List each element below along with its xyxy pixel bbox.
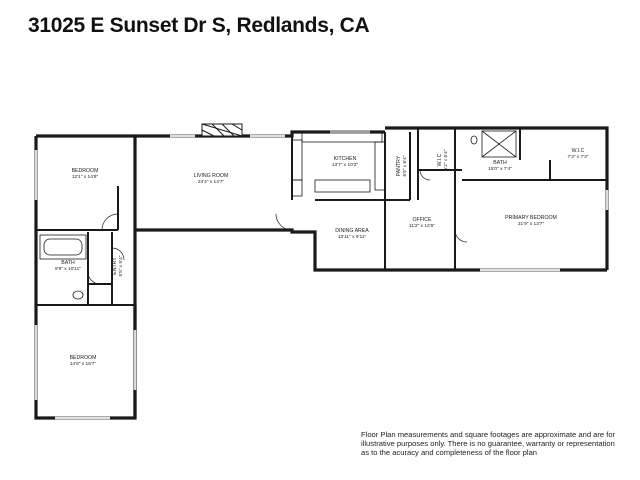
room-name: BEDROOM [70, 355, 97, 361]
room-dims: 6'9" x 6'4" [402, 155, 408, 176]
room-dims: 14'6" x 16'7" [70, 361, 97, 367]
room-name: ENTRY [112, 257, 118, 275]
room-name: PRIMARY BEDROOM [505, 215, 557, 221]
room-dims: 5'5" x 5'4" [118, 255, 124, 276]
kitchen-counters [291, 131, 386, 197]
toilet [72, 135, 478, 300]
disclaimer-text: Floor Plan measurements and square foota… [361, 430, 616, 458]
room-dims: 13'11" x 9'11" [338, 234, 367, 240]
room-dims: 5'2" x 6'4" [443, 149, 449, 170]
room-dims: 13'7" x 10'2" [332, 162, 359, 168]
room-dims: 24'4" x 14'7" [198, 179, 225, 185]
bathtub [39, 234, 87, 260]
room-name: PANTRY [396, 155, 402, 176]
room-labels: BEDROOM 12'1" x 14'9" LIVING ROOM 24'4" … [55, 148, 589, 367]
page-title: 31025 E Sunset Dr S, Redlands, CA [28, 14, 370, 37]
room-name: DINING AREA [335, 228, 369, 234]
room-name: OFFICE [412, 217, 432, 223]
room-dims: 12'1" x 14'9" [72, 174, 99, 180]
room-name: BATH [61, 260, 75, 266]
room-name: KITCHEN [334, 156, 357, 162]
room-name: BEDROOM [72, 168, 99, 174]
room-name: LIVING ROOM [194, 173, 229, 179]
fireplace [201, 123, 243, 137]
room-name: BATH [493, 160, 507, 166]
room-dims: 11'2" x 12'6" [409, 223, 435, 229]
room-dims: 15'0" x 7'4" [488, 166, 512, 172]
doors [87, 169, 468, 285]
room-dims: 8'9" x 10'11" [55, 266, 81, 272]
room-name: W.I.C [572, 148, 585, 154]
room-dims: 7'3" x 7'3" [568, 154, 589, 160]
window-lines [35, 131, 608, 419]
room-name: W.I.C [437, 153, 443, 166]
room-dims: 21'9" x 13'7" [518, 221, 545, 227]
shower [481, 130, 517, 158]
